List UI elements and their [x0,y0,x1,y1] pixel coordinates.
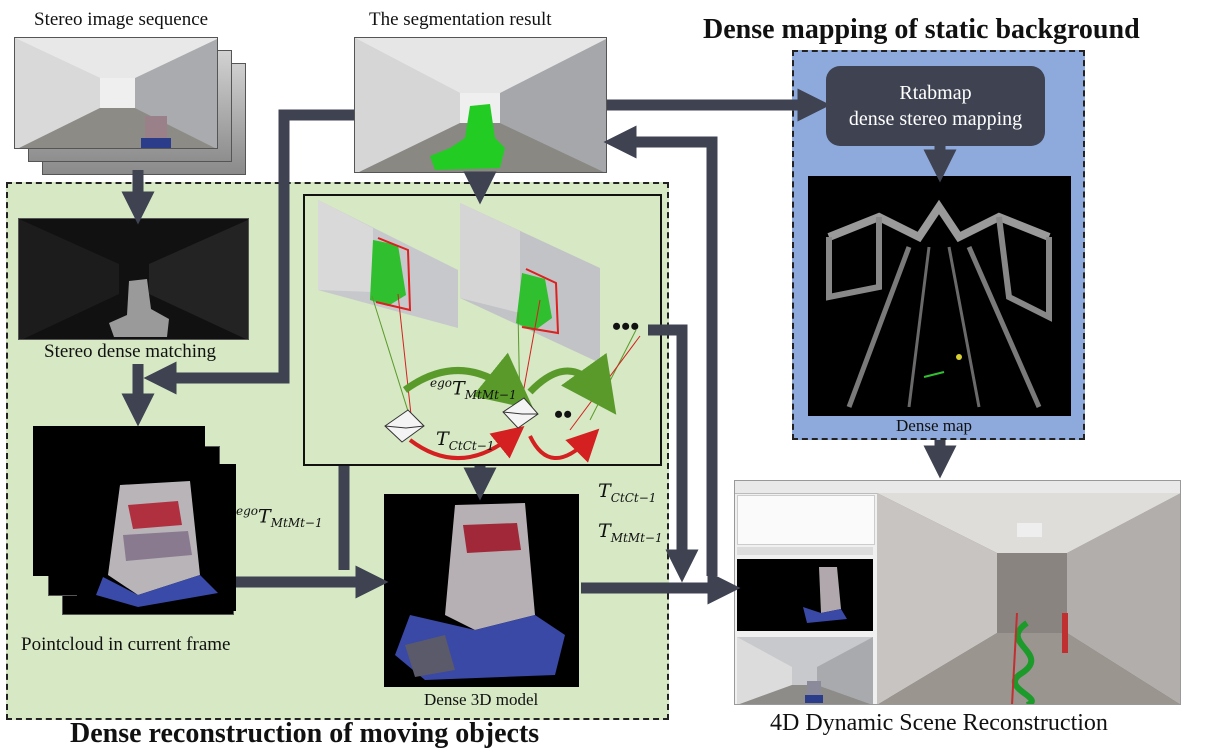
rtabmap-title: Rtabmap [899,82,972,104]
object-transform-label-out: TMtMt−1 [598,520,663,545]
4d-reconstruction-label: 4D Dynamic Scene Reconstruction [770,710,1108,736]
app-camera-view [737,637,873,704]
disparity-image [18,218,249,340]
camera-pose-icon-2 [502,397,539,429]
camera-transform-label-out: TCtCt−1 [598,480,657,505]
app-3d-view [877,493,1180,704]
moving-objects-title: Dense reconstruction of moving objects [70,718,540,749]
segmentation-label: The segmentation result [369,9,552,30]
stereo-matching-label: Stereo dense matching [44,341,217,362]
ego-transform-label: egoTMtMt−1 [236,504,323,531]
tracking-frame-1 [318,200,458,328]
dense-map-image [808,176,1071,416]
dense-model-image [384,494,579,687]
tracking-frame-2 [460,203,600,363]
dense-background-title: Dense mapping of static background [703,14,1140,45]
pointcloud-label: Pointcloud in current frame [21,634,231,655]
segmentation-image [354,37,607,173]
dense-map-label: Dense map [896,416,973,435]
ego-transform-label-inner: egoTMtMt−1 [430,376,517,403]
rtabmap-block: Rtabmap dense stereo mapping [826,66,1045,146]
rtabmap-subtitle: dense stereo mapping [848,108,1023,130]
app-object-view [737,559,873,631]
dense-model-label: Dense 3D model [424,690,539,709]
more-frames-dots: ••• [612,312,640,341]
stereo-sequence-label: Stereo image sequence [34,9,209,30]
stereo-frame-1 [14,37,218,149]
app-panel-buttons [737,547,873,555]
app-properties-panel [737,495,875,545]
camera-transform-label-inner: TCtCt−1 [436,428,495,453]
pointcloud-current [77,464,236,611]
camera-pose-icon-1 [384,409,425,443]
app-screenshot [734,480,1181,705]
